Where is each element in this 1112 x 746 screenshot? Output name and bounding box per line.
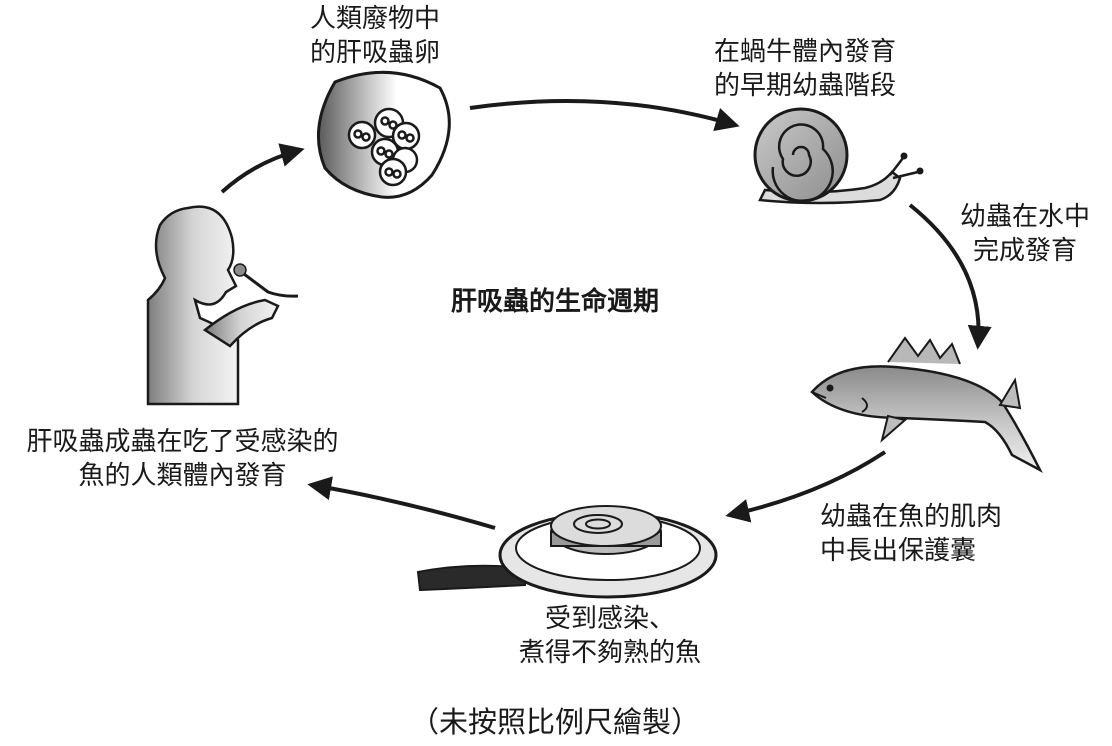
fish-stage-line-2: 中長出保護囊 bbox=[820, 534, 1050, 568]
fish-stage-line-1: 幼蟲在魚的肌肉 bbox=[820, 500, 1050, 534]
human-stage-label: 肝吸蟲成蟲在吃了受感染的 魚的人類體內發育 bbox=[5, 425, 360, 493]
cooking-stage-line-1: 受到感染、 bbox=[480, 602, 740, 636]
fish-icon bbox=[812, 338, 1040, 470]
water-stage-line-2: 完成發育 bbox=[950, 234, 1100, 268]
human-stage-line-2: 魚的人類體內發育 bbox=[5, 459, 360, 493]
waste-blob-icon bbox=[318, 72, 449, 197]
fish-steak-icon bbox=[551, 506, 661, 554]
egg-stage-line-2: 的肝吸蟲卵 bbox=[300, 36, 450, 70]
egg-stage-label: 人類廢物中 的肝吸蟲卵 bbox=[300, 2, 450, 70]
cooking-stage-label: 受到感染、 煮得不夠熟的魚 bbox=[480, 602, 740, 670]
snail-stage-label: 在蝸牛體內發育 的早期幼蟲階段 bbox=[690, 35, 920, 103]
water-stage-label: 幼蟲在水中 完成發育 bbox=[950, 200, 1100, 268]
water-stage-line-1: 幼蟲在水中 bbox=[950, 200, 1100, 234]
snail-icon bbox=[755, 109, 924, 203]
person-eating-icon bbox=[148, 207, 298, 404]
snail-stage-line-2: 的早期幼蟲階段 bbox=[690, 69, 920, 103]
snail-stage-line-1: 在蝸牛體內發育 bbox=[690, 35, 920, 69]
egg-stage-line-1: 人類廢物中 bbox=[300, 2, 450, 36]
diagram-title: 肝吸蟲的生命週期 bbox=[410, 285, 700, 319]
arrow-human-to-eggs bbox=[222, 150, 300, 192]
arrow-eggs-to-snail bbox=[470, 101, 735, 125]
human-stage-line-1: 肝吸蟲成蟲在吃了受感染的 bbox=[5, 425, 360, 459]
cooking-stage-line-2: 煮得不夠熟的魚 bbox=[480, 636, 740, 670]
scale-footnote: （未按照比例尺繪製） bbox=[380, 705, 730, 739]
fish-stage-label: 幼蟲在魚的肌肉 中長出保護囊 bbox=[820, 500, 1050, 568]
